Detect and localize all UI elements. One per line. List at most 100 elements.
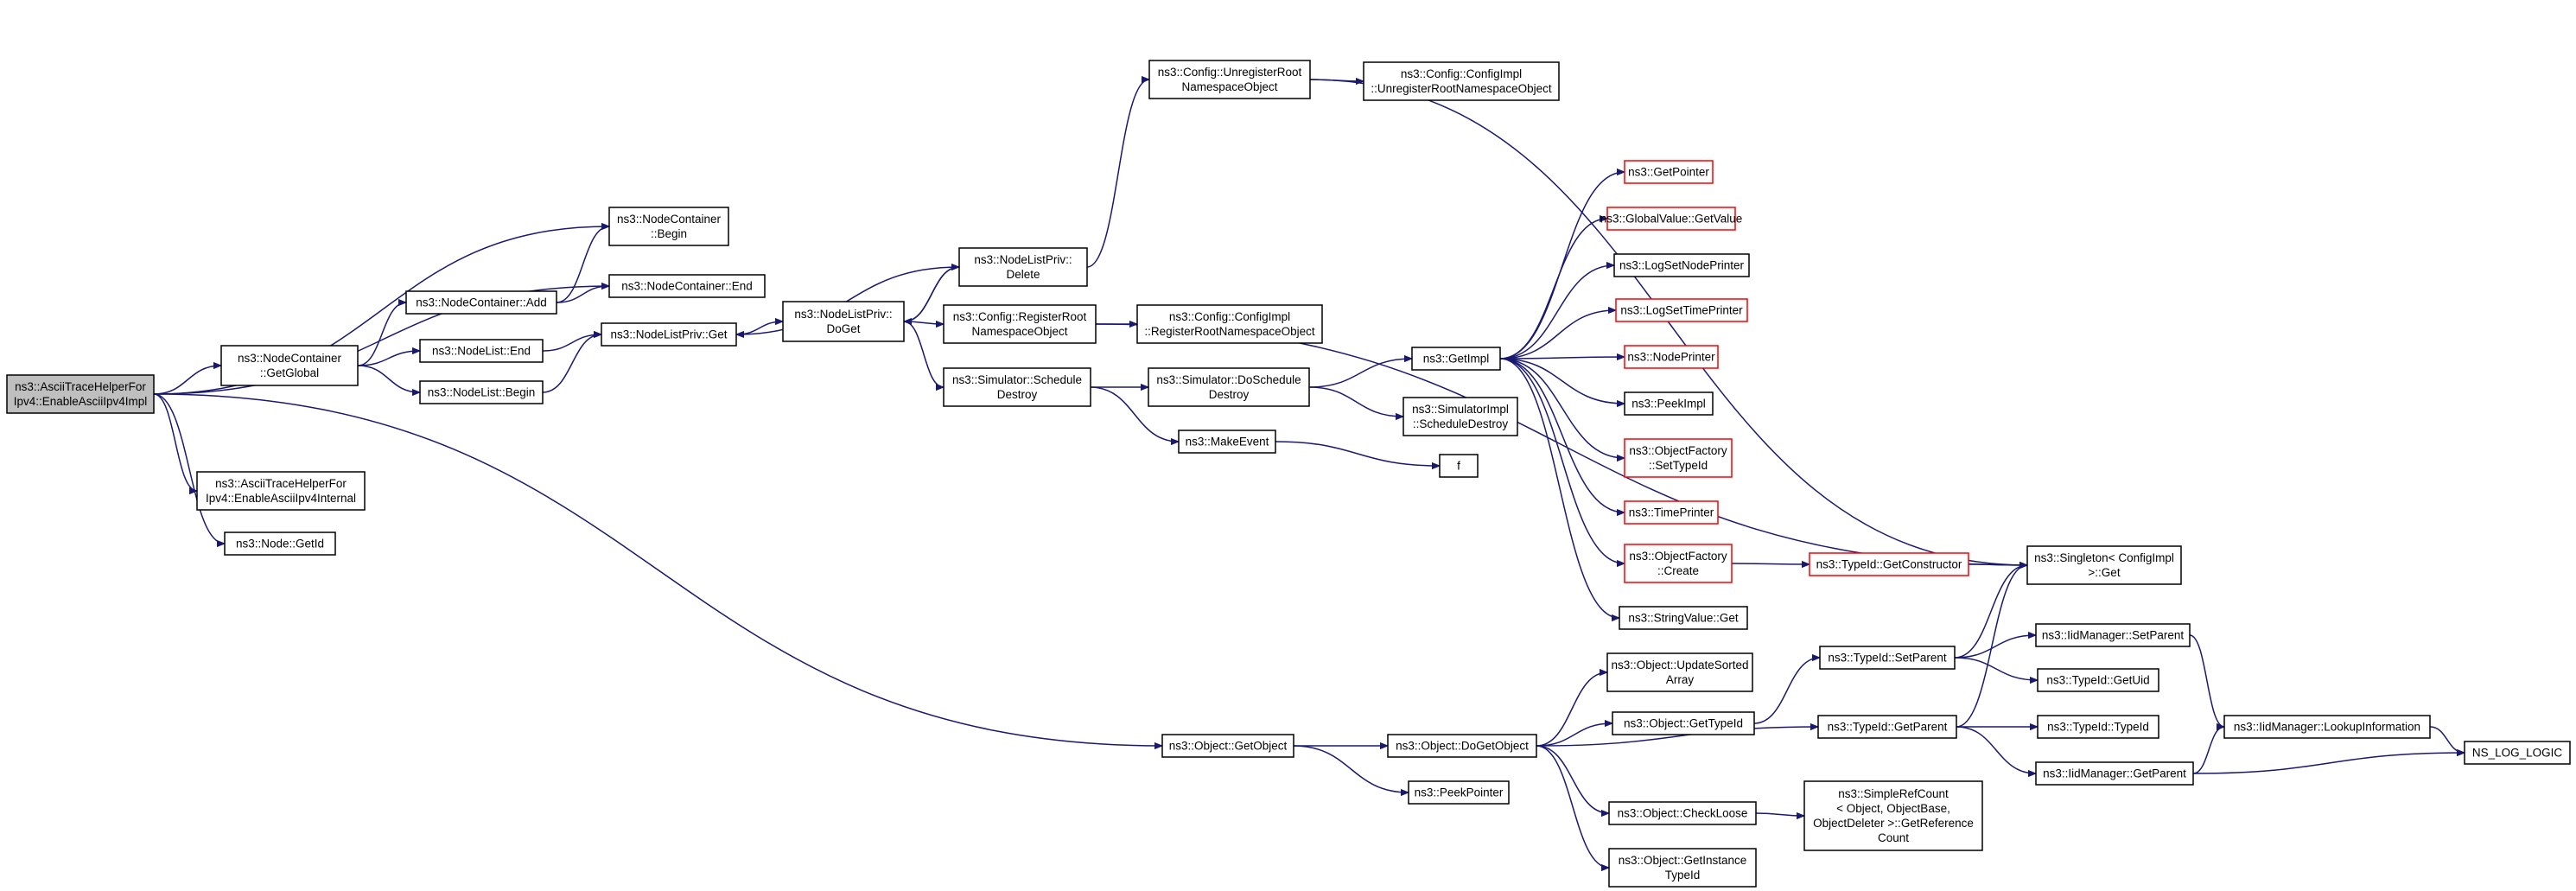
node-label-line: ns3::PeekPointer (1415, 786, 1504, 799)
function-node-cfgReg[interactable]: ns3::Config::RegisterRootNamespaceObject (943, 304, 1097, 344)
node-label-line: NamespaceObject (971, 325, 1067, 338)
call-edge-simSched-to-makeEvent (1090, 386, 1179, 442)
function-node-getPointer[interactable]: ns3::GetPointer (1624, 160, 1714, 184)
node-label-line: Ipv4::EnableAsciiIpv4Impl (14, 395, 148, 408)
node-box (1408, 780, 1510, 805)
node-label-line: ns3::NodeContainer (617, 213, 722, 226)
function-node-cfgImplUnreg[interactable]: ns3::Config::ConfigImpl::UnregisterRootN… (1363, 61, 1560, 101)
function-node-getImpl[interactable]: ns3::GetImpl (1411, 347, 1501, 371)
node-box (608, 274, 766, 298)
node-label-line: ns3::IidManager::GetParent (2043, 767, 2186, 780)
function-node-tidGetUid[interactable]: ns3::TypeId::GetUid (2037, 668, 2159, 692)
node-box (958, 247, 1088, 287)
node-label-line: ns3::StringValue::Get (1628, 612, 1739, 625)
call-edge-getImpl-to-svGet (1499, 358, 1619, 618)
function-node-tidGetCtor[interactable]: ns3::TypeId::GetConstructor (1809, 552, 1969, 576)
function-node-ncBegin[interactable]: ns3::NodeContainer::Begin (608, 207, 729, 246)
function-node-getGlobal[interactable]: ns3::NodeContainer::GetGlobal (220, 345, 359, 386)
function-node-logSetNode[interactable]: ns3::LogSetNodePrinter (1613, 253, 1750, 277)
call-edge-objDoGetObject-to-tidGetParent (1536, 727, 1818, 747)
function-node-logSetTime[interactable]: ns3::LogSetTimePrinter (1615, 298, 1748, 322)
node-label-line: ns3::Config::ConfigImpl (1169, 310, 1290, 323)
function-node-ofCreate[interactable]: ns3::ObjectFactory::Create (1624, 544, 1733, 583)
call-edge-getImpl-to-logSetTime (1499, 310, 1616, 360)
function-node-svGet[interactable]: ns3::StringValue::Get (1619, 606, 1748, 630)
function-node-makeEvent[interactable]: ns3::MakeEvent (1178, 430, 1276, 454)
function-node-ncAdd[interactable]: ns3::NodeContainer::Add (405, 290, 557, 315)
function-node-cfgImplReg[interactable]: ns3::Config::ConfigImpl::RegisterRootNam… (1136, 304, 1323, 344)
function-node-nlpGet[interactable]: ns3::NodeListPriv::Get (601, 322, 737, 347)
call-edge-tidSetParent-to-tidGetUid (1954, 657, 2038, 680)
node-box (1387, 734, 1537, 758)
node-label-line: ns3::MakeEvent (1186, 436, 1269, 449)
function-node-ofSetTypeId[interactable]: ns3::ObjectFactory::SetTypeId (1624, 438, 1733, 478)
node-label-line: Destroy (1209, 388, 1250, 401)
node-label-line: ns3::TypeId::GetUid (2046, 674, 2149, 687)
function-node-simImplSched[interactable]: ns3::SimulatorImpl::ScheduleDestroy (1402, 397, 1518, 436)
function-node-atEnableInternal[interactable]: ns3::AsciiTraceHelperForIpv4::EnableAsci… (196, 471, 366, 511)
node-label-line: ns3::Object::GetInstance (1619, 854, 1747, 867)
function-node-objGetTypeId[interactable]: ns3::Object::GetTypeId (1612, 711, 1755, 735)
function-node-nlBegin[interactable]: ns3::NodeList::Begin (419, 380, 544, 404)
call-edge-objDoGetObject-to-objGetInstTid (1536, 745, 1610, 868)
function-node-tidSetParent[interactable]: ns3::TypeId::SetParent (1819, 646, 1956, 670)
function-node-nlpDoGet[interactable]: ns3::NodeListPriv::DoGet (782, 301, 905, 342)
function-node-timePrinter[interactable]: ns3::TimePrinter (1624, 500, 1719, 525)
node-box (1619, 606, 1748, 630)
node-box (6, 374, 155, 414)
function-node-iidLookup[interactable]: ns3::IidManager::LookupInformation (2223, 715, 2431, 739)
call-edge-nlBegin-to-nlpGet (542, 334, 602, 393)
function-node-peekImpl[interactable]: ns3::PeekImpl (1624, 391, 1714, 416)
call-edge-getGlobal-to-ncAdd (357, 302, 407, 366)
node-label-line: ns3::Simulator::DoSchedule (1156, 373, 1301, 386)
node-box (2026, 545, 2182, 585)
node-label-line: ns3::GetImpl (1423, 353, 1490, 366)
function-node-simSched[interactable]: ns3::Simulator::ScheduleDestroy (943, 367, 1091, 407)
node-label-line: Destroy (997, 388, 1038, 401)
node-box (608, 207, 729, 246)
call-edge-ofCreate-to-tidGetCtor (1731, 563, 1810, 564)
node-label-line: DoGet (826, 322, 860, 335)
node-label-line: ns3::Object::DoGetObject (1396, 740, 1529, 753)
call-edge-getImpl-to-gvGetValue (1499, 219, 1607, 360)
call-edge-tidGetParent-to-singletonGet (1956, 565, 2028, 728)
call-edge-nlpGet-to-nlpDoGet (735, 321, 783, 335)
function-node-singletonGet[interactable]: ns3::Singleton< ConfigImpl >::Get (2026, 545, 2182, 585)
function-node-f[interactable]: f (1439, 454, 1479, 478)
call-edge-root-to-objGetObject (153, 393, 1162, 746)
function-node-nlEnd[interactable]: ns3::NodeList::End (419, 339, 544, 363)
function-node-ncEnd[interactable]: ns3::NodeContainer::End (608, 274, 766, 298)
function-node-tidTypeId[interactable]: ns3::TypeId::TypeId (2037, 715, 2159, 739)
function-node-iidSetParent[interactable]: ns3::IidManager::SetParent (2035, 623, 2191, 647)
function-node-nodePrinter[interactable]: ns3::NodePrinter (1624, 345, 1719, 369)
function-node-peekPointer[interactable]: ns3::PeekPointer (1408, 780, 1510, 805)
function-node-nodeGetId[interactable]: ns3::Node::GetId (224, 531, 336, 556)
function-node-tidGetParent[interactable]: ns3::TypeId::GetParent (1817, 715, 1957, 739)
call-edge-root-to-getGlobal (153, 366, 221, 395)
call-edge-ncAdd-to-ncEnd (556, 286, 609, 303)
function-node-root[interactable]: ns3::AsciiTraceHelperForIpv4::EnableAsci… (6, 374, 155, 414)
node-box (1606, 652, 1753, 692)
node-label-line: ns3::IidManager::SetParent (2042, 629, 2185, 642)
node-box (1161, 734, 1294, 758)
function-node-iidGetParent[interactable]: ns3::IidManager::GetParent (2035, 761, 2194, 786)
function-node-objGetObject[interactable]: ns3::Object::GetObject (1161, 734, 1294, 758)
node-label-line: ns3::TypeId::SetParent (1828, 652, 1947, 665)
node-label-line: ns3::Config::UnregisterRoot (1158, 66, 1302, 79)
function-node-cfgUnreg[interactable]: ns3::Config::UnregisterRootNamespaceObje… (1148, 60, 1311, 99)
call-edge-getImpl-to-peekImpl (1499, 358, 1625, 404)
call-edge-nlpDelete-to-cfgUnreg (1086, 80, 1150, 268)
call-edge-nlEnd-to-nlpGet (542, 334, 601, 352)
function-node-gvGetValue[interactable]: ns3::GlobalValue::GetValue (1600, 207, 1743, 231)
function-node-objCheckLoose[interactable]: ns3::Object::CheckLoose (1608, 801, 1757, 825)
function-node-objDoGetObject[interactable]: ns3::Object::DoGetObject (1387, 734, 1537, 758)
function-node-simpleRef[interactable]: ns3::SimpleRefCount< Object, ObjectBase,… (1803, 780, 1983, 851)
call-edge-getGlobal-to-nlEnd (357, 351, 420, 366)
function-node-nlpDelete[interactable]: ns3::NodeListPriv::Delete (958, 247, 1088, 287)
node-label-line: Array (1666, 673, 1695, 686)
function-node-nsLogLogic[interactable]: NS_LOG_LOGIC (2464, 741, 2571, 765)
